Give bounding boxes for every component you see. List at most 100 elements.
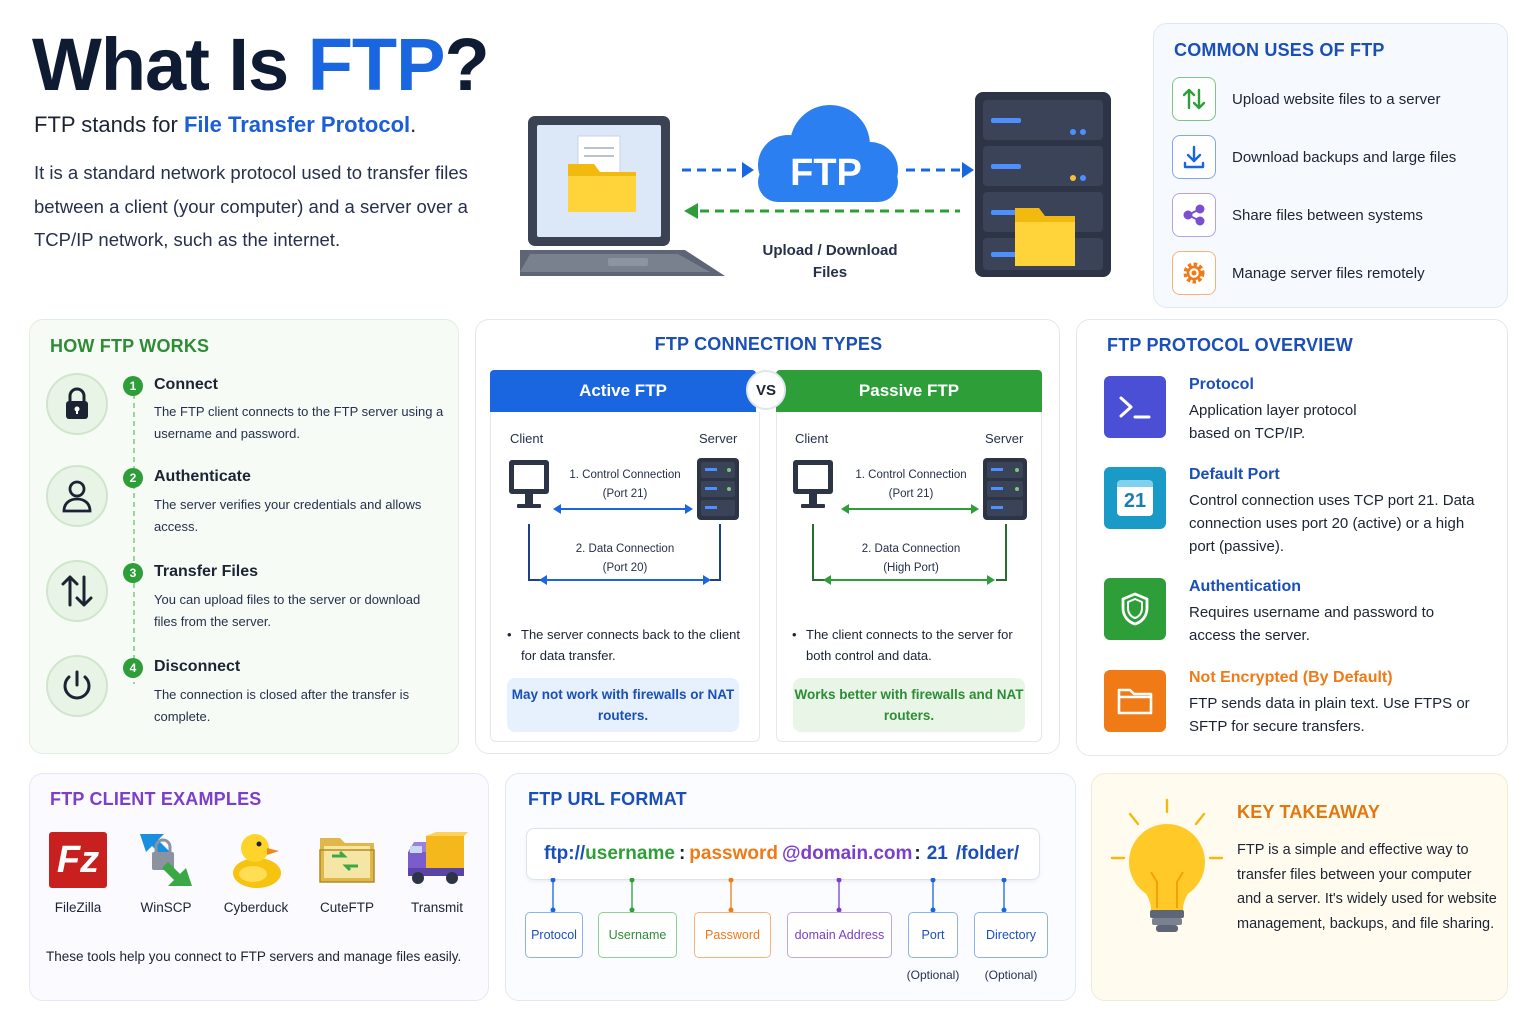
subtitle-text: FTP stands for [34, 112, 184, 137]
data-connection-port: (High Port) [883, 562, 939, 574]
subtitle: FTP stands for File Transfer Protocol. [34, 112, 416, 138]
how-ftp-works-card: HOW FTP WORKS 1 Connect The FTP client c… [29, 319, 459, 754]
use-label: Upload website files to a server [1232, 90, 1441, 108]
step-title: Authenticate [154, 468, 251, 485]
gear-icon [1172, 251, 1216, 295]
passive-ftp-header: Passive FTP [776, 370, 1042, 412]
overview-title: FTP PROTOCOL OVERVIEW [1107, 335, 1353, 355]
passive-ftp-panel: Client Server 1. Control Connection (Port… [776, 412, 1042, 742]
url-password: password [689, 843, 778, 864]
cuteftp-logo [319, 838, 375, 883]
cloud-icon [758, 105, 898, 202]
page-title: What Is FTP? [32, 22, 490, 107]
passive-note: Works better with firewalls and NAT rout… [793, 678, 1025, 732]
url-separator: : [678, 843, 686, 864]
url-format-title: FTP URL FORMAT [528, 789, 687, 809]
cyberduck-logo [233, 834, 281, 888]
url-domain: @domain.com [781, 843, 913, 864]
control-connection-port: (Port 21) [602, 488, 648, 500]
takeaway-title: KEY TAKEAWAY [1237, 802, 1381, 822]
control-connection-label: 1. Control Connection (Port 21) [550, 466, 700, 504]
step-title: Disconnect [154, 658, 241, 675]
server-icon [983, 458, 1027, 520]
transfer-icon [46, 560, 108, 622]
control-connection-port: (Port 21) [888, 488, 934, 500]
step-number: 1 [123, 376, 143, 396]
title-accent: FTP [307, 23, 446, 106]
use-item: Upload website files to a server [1172, 75, 1440, 123]
step-number: 3 [123, 563, 143, 583]
step-description: The connection is closed after the trans… [154, 687, 410, 724]
data-connection-text: 2. Data Connection [861, 543, 961, 555]
computer-icon [509, 460, 549, 508]
directory-optional-label: (Optional) [984, 968, 1038, 982]
data-connection-port: (Port 20) [602, 562, 648, 574]
use-item: Share files between systems [1172, 191, 1423, 239]
step-title: Transfer Files [154, 563, 259, 580]
data-connection-text: 2. Data Connection [575, 543, 675, 555]
client-name: Transmit [410, 900, 463, 915]
url-part-port: Port [908, 912, 958, 958]
client-examples-title: FTP CLIENT EXAMPLES [50, 789, 262, 809]
control-connection-text: 1. Control Connection [569, 469, 681, 481]
shield-icon [1104, 578, 1166, 640]
url-scheme: ftp:// [544, 843, 586, 864]
client-name: Cyberduck [223, 900, 289, 915]
url-part-directory: Directory [974, 912, 1048, 958]
how-works-title: HOW FTP WORKS [50, 336, 210, 356]
overview-item-desc: Application layer protocol based on TCP/… [1189, 402, 1357, 442]
overview-item-title: Authentication [1189, 578, 1301, 595]
cloud-label: FTP [790, 152, 862, 194]
overview-item-desc: FTP sends data in plain text. Use FTPS o… [1189, 695, 1470, 735]
port-optional-label: (Optional) [906, 968, 960, 982]
active-ftp-header: Active FTP [490, 370, 756, 412]
connection-types-title: FTP CONNECTION TYPES [654, 334, 883, 354]
use-label: Manage server files remotely [1232, 264, 1425, 282]
url-username: username [585, 843, 675, 864]
connection-types-card: FTP CONNECTION TYPES Active FTP Passive … [475, 319, 1060, 754]
active-ftp-panel: Client Server 1. Control Connection (Port… [490, 412, 760, 742]
calendar-icon: 21 [1104, 467, 1166, 529]
active-bullet: The server connects back to the client f… [521, 627, 740, 663]
subtitle-period: . [410, 112, 417, 137]
title-question-mark: ? [444, 23, 489, 106]
client-label: Client [510, 431, 544, 446]
url-part-username: Username [598, 912, 677, 958]
url-part-password: Password [694, 912, 771, 958]
use-item: Download backups and large files [1172, 133, 1456, 181]
use-label: Download backups and large files [1232, 148, 1457, 166]
client-name: FileZilla [54, 900, 102, 915]
step-description: You can upload files to the server or do… [154, 592, 421, 629]
clients-footer: These tools help you connect to FTP serv… [46, 949, 462, 964]
step-title: Connect [154, 376, 218, 393]
server-label: Server [699, 431, 738, 446]
transmit-logo [408, 832, 468, 884]
passive-bullet: The client connects to the server for bo… [806, 627, 1013, 663]
laptop-icon [520, 116, 725, 276]
lightbulb-icon [1110, 798, 1224, 932]
data-connection-label: 2. Data Connection (Port 20) [550, 540, 700, 578]
passive-diagram [793, 458, 1027, 585]
share-icon [1172, 193, 1216, 237]
client-label: Client [795, 431, 829, 446]
filezilla-logo: Fz [49, 832, 107, 888]
hero-illustration: FTP [520, 92, 1111, 277]
folder-icon [1104, 670, 1166, 732]
lock-icon [46, 373, 108, 435]
url-connectors [550, 878, 1007, 913]
url-part-protocol: Protocol [525, 912, 583, 958]
control-connection-text: 1. Control Connection [855, 469, 967, 481]
user-icon [46, 465, 108, 527]
url-example: ftp://username:password@domain.com:21/fo… [526, 828, 1040, 880]
url-format-card: FTP URL FORMAT ftp://username:password@d… [505, 773, 1076, 1001]
step-number: 2 [123, 468, 143, 488]
url-folder: /folder/ [955, 843, 1020, 864]
hero-caption-line1: Upload / Download [762, 242, 898, 259]
active-note: May not work with firewalls or NAT route… [507, 678, 739, 732]
control-connection-label: 1. Control Connection (Port 21) [836, 466, 986, 504]
data-connection-label: 2. Data Connection (High Port) [836, 540, 986, 578]
server-label: Server [985, 431, 1024, 446]
overview-item-title: Not Encrypted (By Default) [1189, 669, 1393, 686]
vs-badge: VS [746, 370, 786, 410]
